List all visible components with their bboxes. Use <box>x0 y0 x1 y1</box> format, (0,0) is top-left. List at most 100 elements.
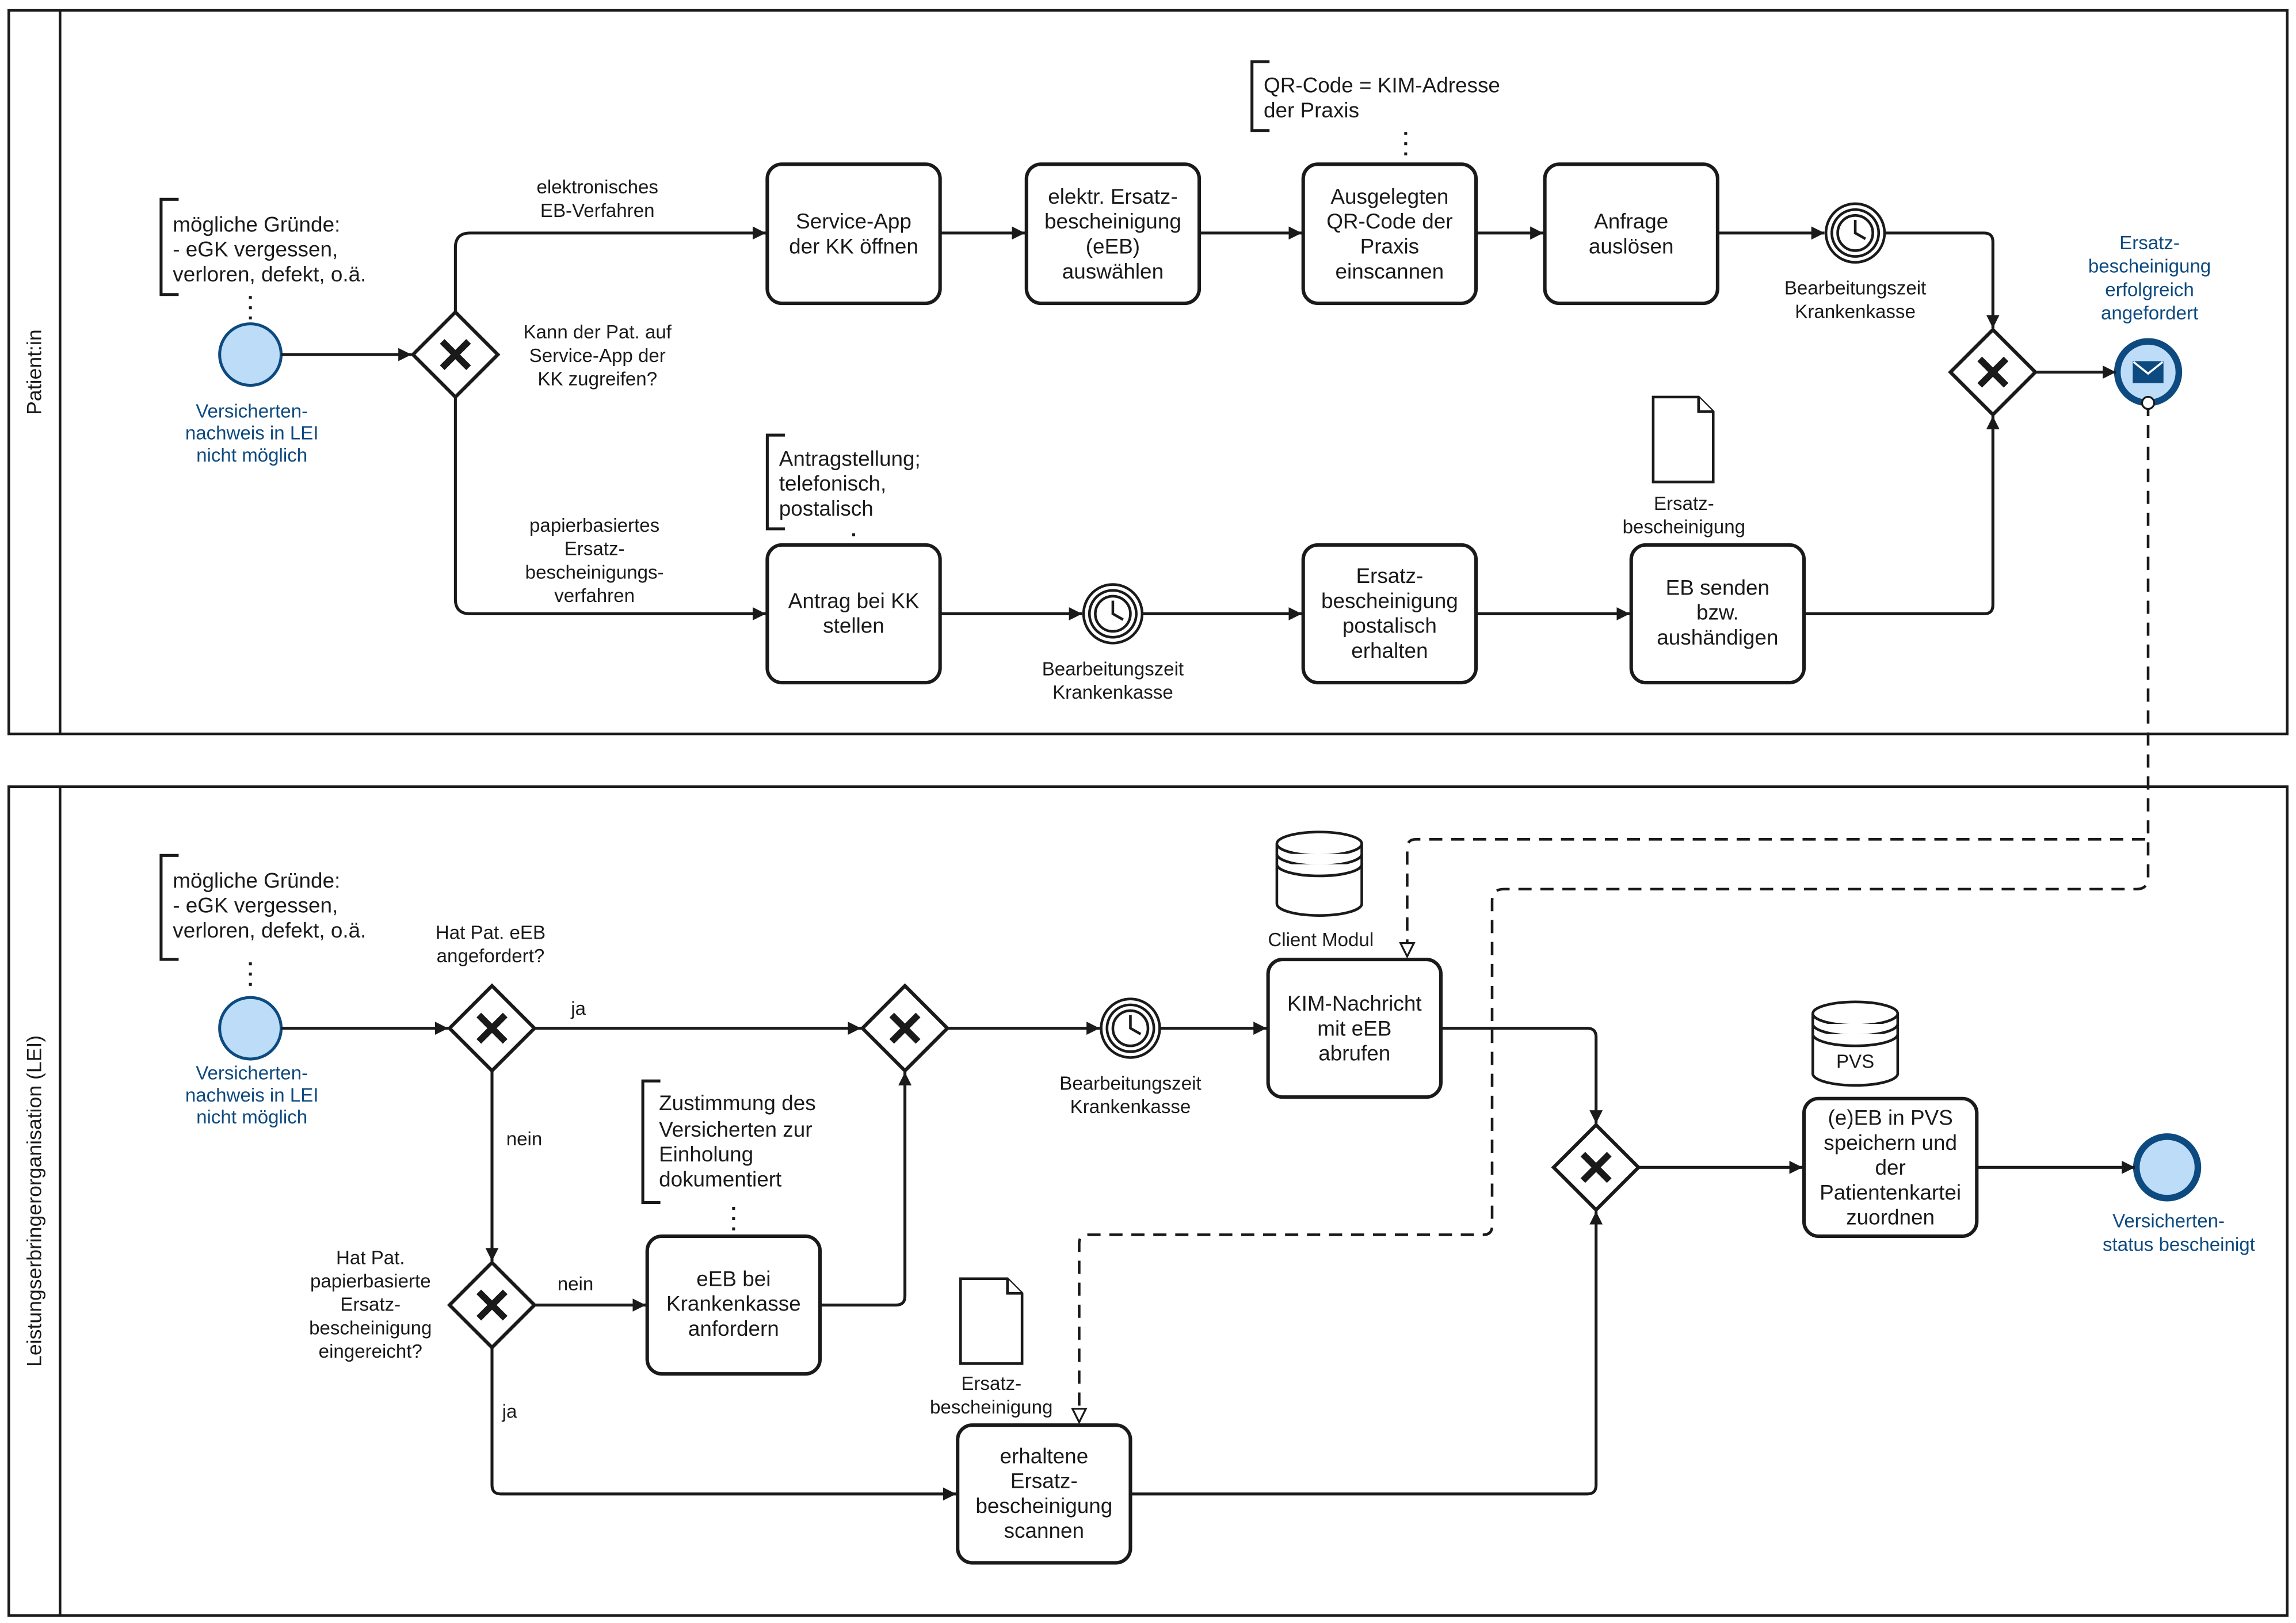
svg-text:bescheinigung: bescheinigung <box>1321 589 1458 612</box>
task-service-app[interactable]: Service-App der KK öffnen <box>765 162 942 306</box>
svg-text:Hat Pat.: Hat Pat. <box>336 1247 405 1268</box>
svg-text:Ersatz-: Ersatz- <box>1654 493 1714 515</box>
annotation-qr: QR-Code = KIM-Adresse der Praxis <box>1250 60 1500 162</box>
flow-label-paper: papierbasiertes Ersatz- bescheinigungs- … <box>525 515 664 607</box>
svg-text:Antragstellung;: Antragstellung; <box>779 447 921 470</box>
svg-text:EB-Verfahren: EB-Verfahren <box>540 200 655 222</box>
annotation-reasons-lei: mögliche Gründe: - eGK vergessen, verlor… <box>159 854 366 993</box>
datastore-icon-client <box>1275 830 1363 917</box>
end-event-lei[interactable] <box>2133 1133 2202 1202</box>
svg-text:erfolgreich: erfolgreich <box>2105 279 2194 300</box>
start-event-label-patient: Versicherten- nachweis in LEI nicht mögl… <box>185 401 319 466</box>
task-request[interactable]: Anfrage auslösen <box>1543 162 1719 306</box>
svg-text:bescheinigungs-: bescheinigungs- <box>525 562 664 583</box>
task-select-eeb[interactable]: elektr. Ersatz- bescheinigung (eEB) ausw… <box>1024 162 1202 306</box>
svg-text:bescheinigung: bescheinigung <box>930 1397 1052 1418</box>
svg-text:anfordern: anfordern <box>688 1317 779 1340</box>
svg-text:Praxis: Praxis <box>1360 234 1419 258</box>
gateway-merge-patient[interactable] <box>1948 327 2038 417</box>
svg-text:bescheinigung: bescheinigung <box>1623 517 1745 538</box>
svg-text:der KK öffnen: der KK öffnen <box>789 234 918 258</box>
pool-label-lei: Leistungserbringerorganisation (LEI) <box>22 1035 45 1367</box>
task-request-eeb[interactable]: eEB bei Krankenkasse anfordern <box>645 1234 822 1376</box>
flow-label-no1: nein <box>506 1129 543 1150</box>
svg-text:Ersatz-: Ersatz- <box>1010 1469 1078 1493</box>
timer-event-top[interactable] <box>1824 202 1886 264</box>
start-event-patient[interactable] <box>218 322 283 387</box>
svg-text:- eGK vergessen,: - eGK vergessen, <box>173 238 338 261</box>
start-event-lei[interactable] <box>218 996 283 1061</box>
svg-text:Versicherten-: Versicherten- <box>2112 1211 2225 1232</box>
svg-text:angefordert?: angefordert? <box>437 946 545 967</box>
svg-text:status bescheinigt: status bescheinigt <box>2103 1234 2255 1255</box>
flow-label-yes1: ja <box>570 999 586 1020</box>
svg-text:Krankenkasse: Krankenkasse <box>666 1292 801 1316</box>
svg-text:Service-App: Service-App <box>796 209 911 233</box>
timer-event-lei[interactable] <box>1100 997 1161 1059</box>
document-icon-lei <box>959 1277 1024 1365</box>
svg-text:postalisch: postalisch <box>779 497 874 520</box>
annotation-application: Antragstellung; telefonisch, postalisch <box>765 433 921 544</box>
svg-text:mögliche Gründe:: mögliche Gründe: <box>173 212 340 236</box>
svg-text:nachweis in LEI: nachweis in LEI <box>185 423 319 444</box>
task-receive[interactable]: Ersatz- bescheinigung postalisch erhalte… <box>1301 543 1478 685</box>
message-flows <box>1079 403 2148 1422</box>
task-kim[interactable]: KIM-Nachricht mit eEB abrufen <box>1266 957 1443 1099</box>
task-send[interactable]: EB senden bzw. aushändigen <box>1629 543 1806 685</box>
task-application[interactable]: Antrag bei KK stellen <box>765 543 942 685</box>
sequence-flows-lei <box>281 1022 2135 1501</box>
svg-text:Hat Pat. eEB: Hat Pat. eEB <box>436 922 546 943</box>
svg-text:erhaltene: erhaltene <box>1000 1444 1088 1468</box>
svg-text:erhalten: erhalten <box>1351 639 1428 662</box>
svg-text:Krankenkasse: Krankenkasse <box>1052 682 1173 703</box>
gateway-merge-lei[interactable] <box>1551 1122 1641 1213</box>
svg-text:bzw.: bzw. <box>1696 601 1739 624</box>
svg-text:Bearbeitungszeit: Bearbeitungszeit <box>1784 278 1926 299</box>
svg-text:zuordnen: zuordnen <box>1846 1206 1935 1229</box>
svg-text:QR-Code der: QR-Code der <box>1326 209 1452 233</box>
gateway2-question: Hat Pat. papierbasierte Ersatz- beschein… <box>309 1247 432 1362</box>
svg-text:Ersatz-: Ersatz- <box>565 539 625 560</box>
svg-text:Versicherten-: Versicherten- <box>196 401 308 422</box>
end-event-patient[interactable] <box>2114 338 2183 406</box>
svg-text:verloren, defekt, o.ä.: verloren, defekt, o.ä. <box>173 919 366 942</box>
svg-text:bescheinigung: bescheinigung <box>2088 256 2211 277</box>
svg-text:Service-App der: Service-App der <box>529 345 666 367</box>
svg-text:mögliche Gründe:: mögliche Gründe: <box>173 868 340 892</box>
svg-text:papierbasiertes: papierbasiertes <box>529 515 659 536</box>
svg-text:eingereicht?: eingereicht? <box>319 1341 422 1362</box>
svg-text:verloren, defekt, o.ä.: verloren, defekt, o.ä. <box>173 262 366 286</box>
gateway-app-access[interactable] <box>410 309 501 400</box>
svg-text:elektr. Ersatz-: elektr. Ersatz- <box>1048 185 1177 208</box>
flow-label-yes2: ja <box>502 1401 517 1422</box>
timer-event-bottom[interactable] <box>1082 583 1144 645</box>
datastore-icon-pvs <box>1811 1000 1900 1087</box>
task-scan-qr[interactable]: Ausgelegten QR-Code der Praxis einscanne… <box>1301 162 1478 306</box>
task-scan[interactable]: erhaltene Ersatz- bescheinigung scannen <box>956 1423 1132 1565</box>
svg-text:Versicherten-: Versicherten- <box>196 1063 308 1084</box>
gateway-merge-eeb[interactable] <box>860 983 950 1073</box>
end-event-label-lei: Versicherten- status bescheinigt <box>2103 1211 2255 1256</box>
svg-text:Anfrage: Anfrage <box>1594 209 1668 233</box>
end-event-label-patient: Ersatz- bescheinigung erfolgreich angefo… <box>2088 233 2211 324</box>
svg-text:nachweis in LEI: nachweis in LEI <box>185 1085 319 1106</box>
svg-text:bescheinigung: bescheinigung <box>975 1494 1112 1518</box>
svg-text:(eEB): (eEB) <box>1086 234 1140 258</box>
task-save[interactable]: (e)EB in PVS speichern und der Patienten… <box>1802 1096 1979 1238</box>
svg-text:eEB bei: eEB bei <box>696 1267 771 1290</box>
timer-label-lei: Bearbeitungszeit Krankenkasse <box>1059 1073 1201 1118</box>
gateway-eeb-requested[interactable] <box>447 983 537 1073</box>
document-label-patient: Ersatz- bescheinigung <box>1623 493 1745 538</box>
datastore-label-pvs: PVS <box>1836 1051 1874 1072</box>
svg-text:Versicherten zur: Versicherten zur <box>659 1118 812 1141</box>
svg-text:Bearbeitungszeit: Bearbeitungszeit <box>1059 1073 1201 1094</box>
svg-text:QR-Code = KIM-Adresse: QR-Code = KIM-Adresse <box>1264 74 1500 97</box>
gateway-paper-submitted[interactable] <box>447 1260 537 1350</box>
svg-text:stellen: stellen <box>823 614 884 638</box>
svg-text:abrufen: abrufen <box>1318 1042 1390 1065</box>
svg-text:bescheinigung: bescheinigung <box>309 1317 432 1339</box>
pool-lei: Leistungserbringerorganisation (LEI) <box>7 785 2289 1617</box>
svg-text:EB senden: EB senden <box>1666 576 1769 599</box>
document-icon-patient <box>1652 395 1715 483</box>
svg-text:Ersatz-: Ersatz- <box>961 1373 1021 1395</box>
